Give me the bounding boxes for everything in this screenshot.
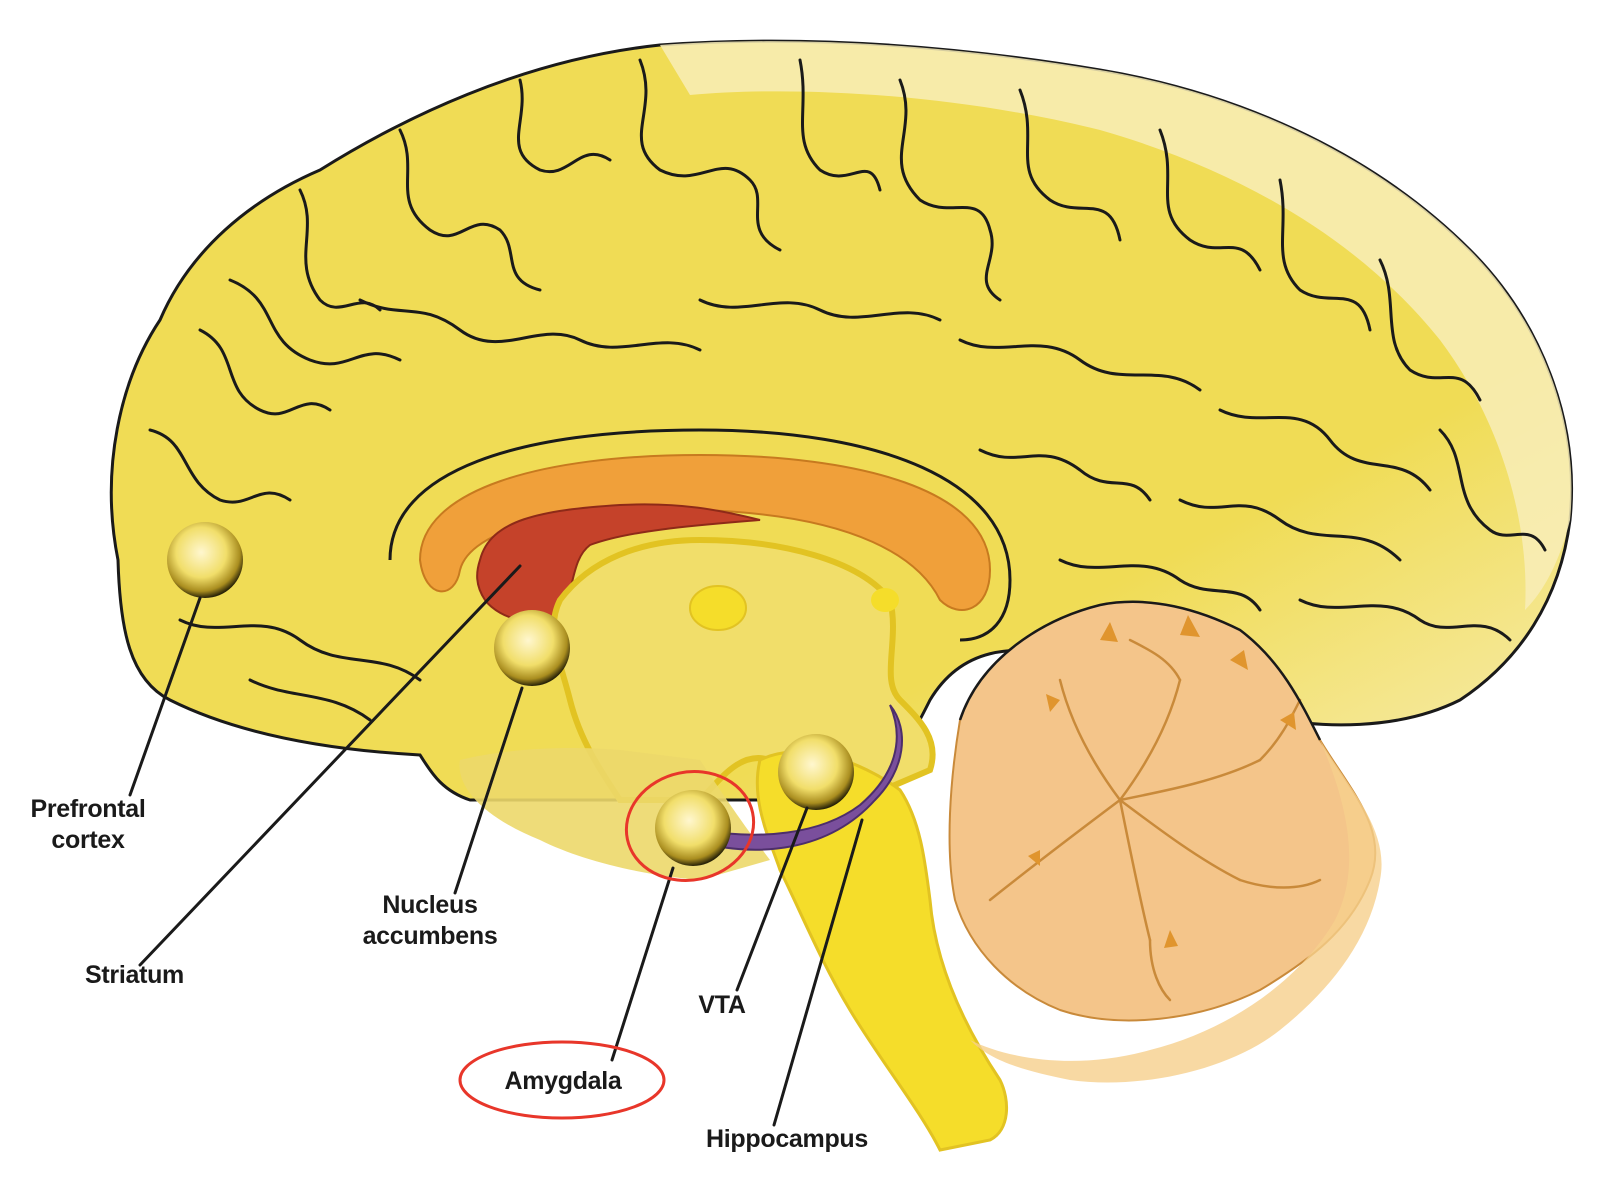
leader-lines <box>128 564 864 1127</box>
label-prefrontal-cortex: Prefrontal cortex <box>8 794 168 856</box>
leader-amygdala <box>610 866 675 1062</box>
leader-prefrontal <box>128 596 202 797</box>
vta-node <box>778 734 854 810</box>
label-hippocampus: Hippocampus <box>706 1125 868 1153</box>
diencephalon <box>550 536 936 804</box>
label-prefrontal-line1: Prefrontal <box>30 795 146 823</box>
leader-nucleus <box>453 686 524 895</box>
sulci <box>148 58 1547 722</box>
pineal-blob <box>871 588 899 612</box>
fornix-blob <box>689 585 747 631</box>
label-vta: VTA <box>698 991 746 1019</box>
cortex-pale-rim <box>660 41 1572 610</box>
cingulate-gyrus <box>388 428 1012 642</box>
leader-hippocampus <box>772 818 864 1127</box>
leader-vta <box>735 806 809 992</box>
corpus-callosum <box>418 453 992 611</box>
amygdala-node <box>655 790 731 866</box>
label-nucleus-line2: accumbens <box>362 922 498 950</box>
label-prefrontal-line2: cortex <box>51 826 125 854</box>
cerebellum-edge <box>958 600 1322 741</box>
cerebellum-outer <box>970 740 1382 1083</box>
prefrontal-cortex-node <box>167 522 243 598</box>
arbor-vitae <box>988 638 1322 1002</box>
label-amygdala: Amygdala <box>504 1067 622 1095</box>
label-striatum: Striatum <box>84 961 184 989</box>
label-nucleus-line1: Nucleus <box>382 891 478 919</box>
label-nucleus-accumbens: Nucleus accumbens <box>345 890 515 952</box>
leader-striatum <box>138 564 522 967</box>
striatum-structure <box>476 503 761 623</box>
amygdala-highlight-circle <box>624 770 756 882</box>
amygdala-label-highlight <box>458 1040 666 1120</box>
cerebellum-folia <box>1028 615 1296 948</box>
brainstem <box>755 750 1009 1152</box>
nucleus-accumbens-node <box>494 610 570 686</box>
